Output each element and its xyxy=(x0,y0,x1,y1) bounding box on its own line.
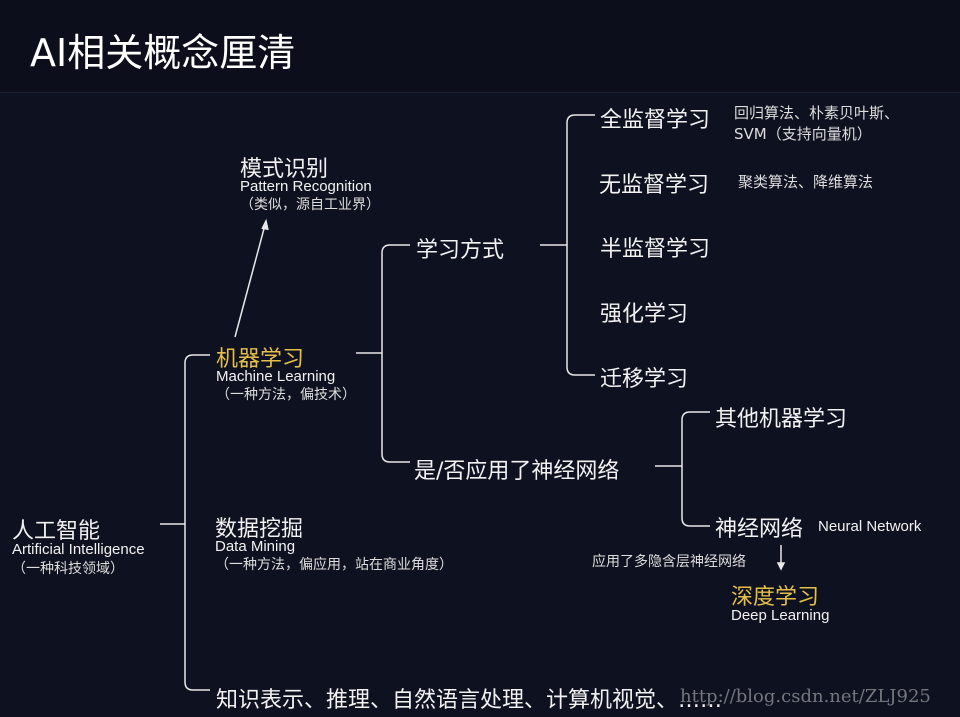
ai-bracket xyxy=(160,354,210,691)
page-title: AI相关概念厘清 xyxy=(30,31,296,75)
dm-note: （一种方法，偏应用，站在商业角度） xyxy=(215,557,453,573)
supervised-note: 回归算法、朴素贝叶斯、 xyxy=(734,104,900,122)
ai-en: Artificial Intelligence xyxy=(12,541,145,558)
modes-bracket xyxy=(540,114,595,376)
dl-en: Deep Learning xyxy=(731,607,830,624)
watermark: http://blog.csdn.net/ZLJ925 xyxy=(680,686,931,707)
dl-arrowhead xyxy=(776,562,786,571)
dl-label: 深度学习 xyxy=(731,585,820,610)
nn-label: 神经网络 xyxy=(715,517,804,542)
ml-bracket xyxy=(356,244,410,463)
dl-arrow-note: 应用了多隐含层神经网络 xyxy=(592,554,746,570)
mode-unsupervised: 无监督学习 xyxy=(599,173,710,198)
header-bar xyxy=(0,0,960,93)
pr-arrowhead xyxy=(261,218,269,231)
ai-note: （一种科技领域） xyxy=(12,561,124,577)
unsupervised-note: 聚类算法、降维算法 xyxy=(738,173,874,191)
pr-note: （类似，源自工业界） xyxy=(240,197,380,213)
nn-bracket xyxy=(655,411,710,527)
other-ml-label: 其他机器学习 xyxy=(715,407,848,432)
other-fields: 知识表示、推理、自然语言处理、计算机视觉、…… xyxy=(216,688,723,713)
mode-reinforcement: 强化学习 xyxy=(600,302,689,327)
mode-supervised: 全监督学习 xyxy=(600,108,711,133)
mode-transfer: 迁移学习 xyxy=(600,367,689,392)
pr-en: Pattern Recognition xyxy=(240,178,372,195)
nn-question-label: 是/否应用了神经网络 xyxy=(414,459,620,484)
mode-semi-supervised: 半监督学习 xyxy=(600,237,711,262)
ml-note: （一种方法，偏技术） xyxy=(216,387,356,403)
pr-arrow xyxy=(234,224,266,338)
ml-en: Machine Learning xyxy=(216,368,336,385)
dm-en: Data Mining xyxy=(215,538,296,555)
dm-label: 数据挖掘 xyxy=(215,517,304,542)
supervised-note-2: SVM（支持向量机） xyxy=(734,125,872,143)
pr-label: 模式识别 xyxy=(240,157,329,182)
learning-modes-label: 学习方式 xyxy=(416,238,505,263)
nn-en: Neural Network xyxy=(818,518,922,535)
ml-label: 机器学习 xyxy=(216,347,305,372)
ai-label: 人工智能 xyxy=(12,519,101,544)
